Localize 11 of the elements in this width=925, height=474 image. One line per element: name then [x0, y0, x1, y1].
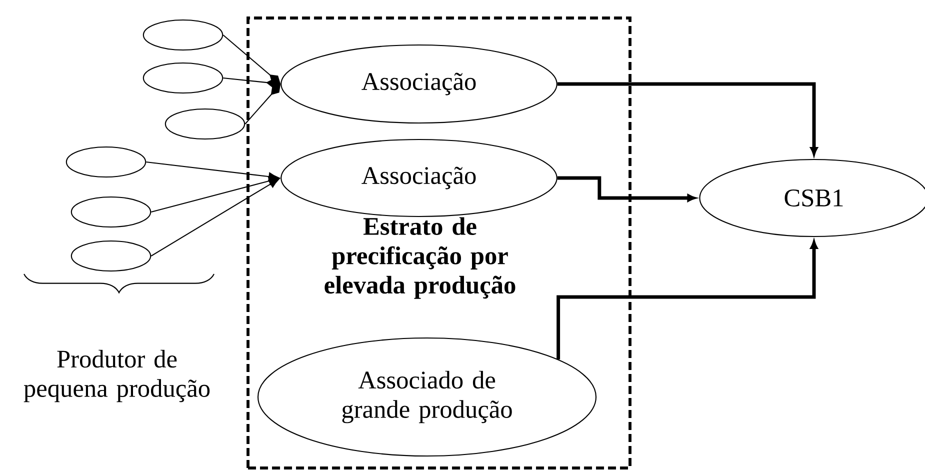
arrow — [146, 161, 279, 181]
actor-ellipse — [70, 240, 152, 272]
actor-ellipse — [142, 19, 224, 51]
group-heading: Estrato de precificação por elevada produção — [324, 217, 516, 299]
actor-ellipse — [66, 146, 146, 178]
actor-ellipse — [142, 62, 224, 94]
group-label: Produtor de pequena produção — [24, 350, 210, 402]
actor-ellipse — [164, 108, 246, 140]
arrow — [557, 176, 696, 202]
arrow — [150, 178, 280, 256]
actor-ellipse — [70, 196, 152, 228]
